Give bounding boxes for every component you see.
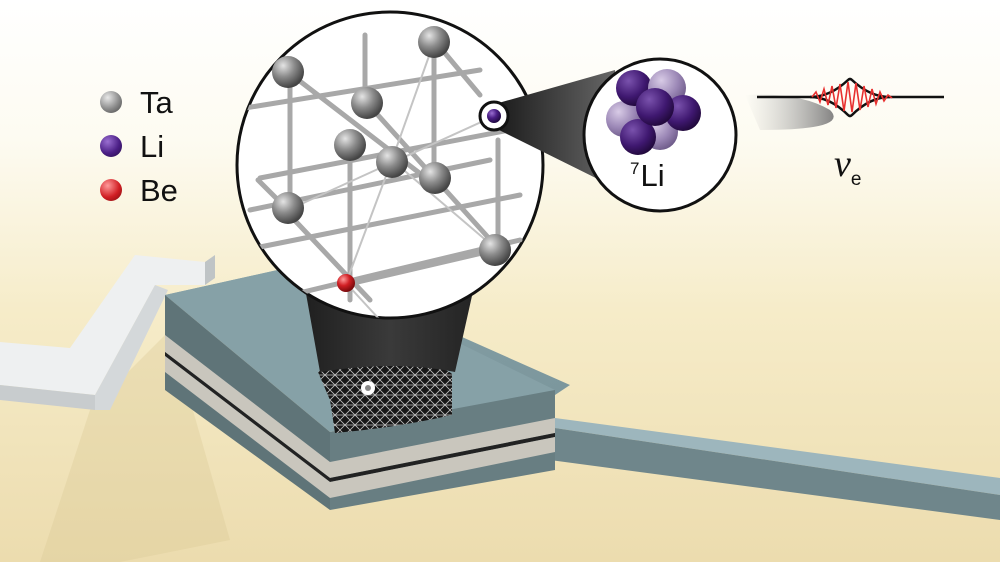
ta-atom <box>419 162 451 194</box>
neutrino-flavor: e <box>850 169 862 190</box>
legend-item-li: Li <box>100 124 178 168</box>
ta-atom <box>479 234 511 266</box>
proton <box>636 88 674 126</box>
lattice-cutaway <box>318 363 452 433</box>
neutrino-wave-packet <box>745 77 944 130</box>
neutrino-symbol: ν <box>834 143 851 185</box>
nucleus-label: 7Li <box>630 158 665 194</box>
be-atom-icon <box>100 179 122 201</box>
mass-number: 7 <box>630 159 640 178</box>
element-symbol: Li <box>640 158 665 193</box>
legend: Ta Li Be <box>100 80 178 212</box>
proton <box>620 119 656 155</box>
li-atom-highlight <box>478 100 510 132</box>
li-atom-icon <box>100 135 122 157</box>
legend-item-ta: Ta <box>100 80 178 124</box>
legend-label: Be <box>140 172 178 208</box>
legend-label: Ta <box>140 84 173 120</box>
li7-nucleus-circle <box>582 57 738 213</box>
left-lead <box>0 255 215 410</box>
neutrino-label: νe <box>834 142 861 191</box>
ta-atom <box>334 129 366 161</box>
be-atom <box>337 274 355 292</box>
ta-atom <box>272 56 304 88</box>
ta-atom <box>351 87 383 119</box>
right-lead <box>535 418 1000 520</box>
legend-label: Li <box>140 128 165 164</box>
ta-atom <box>376 146 408 178</box>
ta-atom <box>418 26 450 58</box>
legend-item-be: Be <box>100 168 178 212</box>
lattice-zoom-circle <box>235 10 545 320</box>
proton <box>665 95 701 131</box>
ta-atom-icon <box>100 91 122 113</box>
ta-atom <box>272 192 304 224</box>
